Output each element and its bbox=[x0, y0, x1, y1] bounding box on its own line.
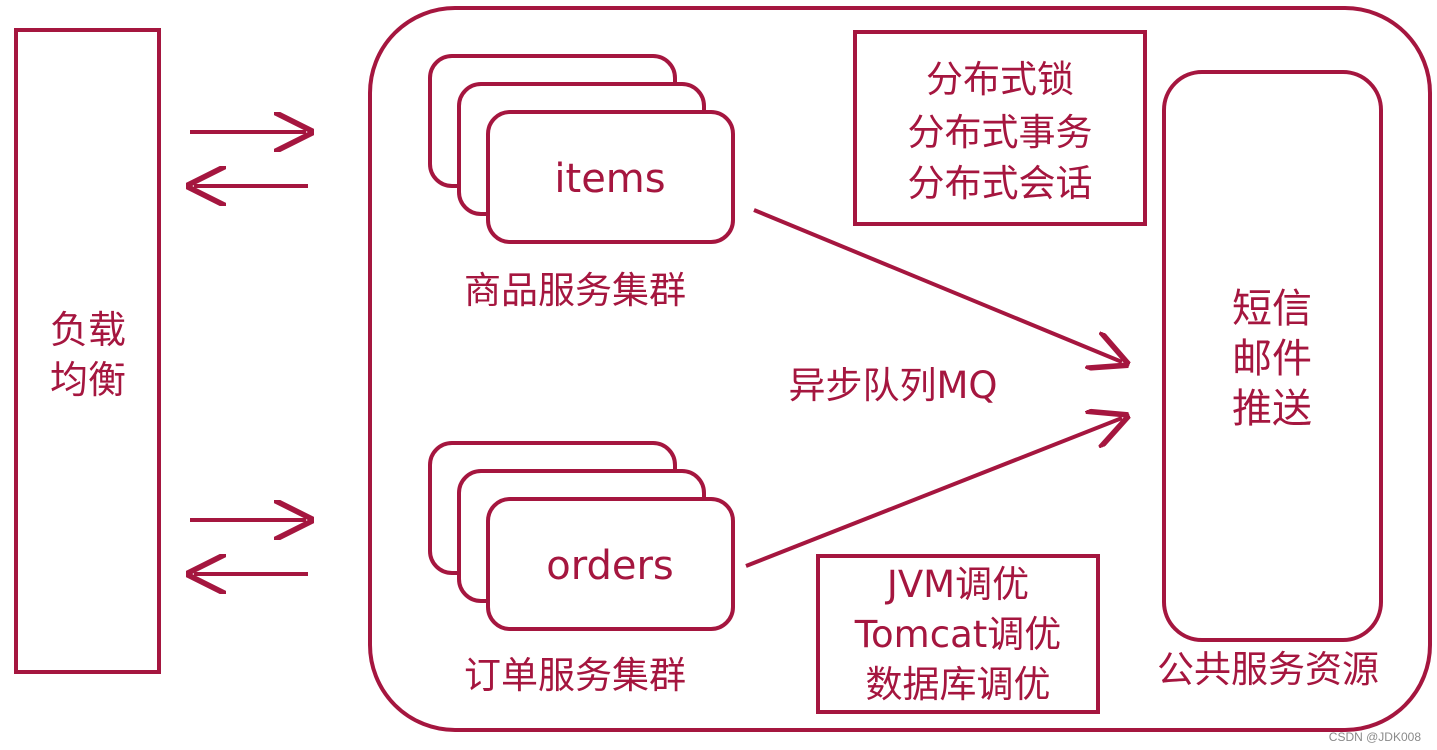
database-tuning-label: 数据库调优 bbox=[866, 663, 1051, 706]
email-label: 邮件 bbox=[1232, 336, 1312, 382]
items-cluster: items 商品服务集群 bbox=[428, 54, 735, 312]
orders-node-label: orders bbox=[546, 543, 674, 589]
public-services-caption: 公共服务资源 bbox=[1157, 648, 1379, 691]
orders-cluster-caption: 订单服务集群 bbox=[464, 654, 686, 697]
tuning-box: JVM调优 Tomcat调优 数据库调优 bbox=[816, 554, 1100, 714]
public-services-box bbox=[1162, 70, 1383, 642]
sms-label: 短信 bbox=[1232, 286, 1312, 332]
jvm-tuning-label: JVM调优 bbox=[885, 563, 1029, 606]
orders-cluster: orders 订单服务集群 bbox=[428, 441, 735, 697]
load-balancer-label-line1: 负载 bbox=[50, 308, 126, 352]
distributed-transaction-label: 分布式事务 bbox=[908, 111, 1093, 154]
load-balancer: 负载 均衡 bbox=[14, 28, 161, 674]
load-balancer-label-line2: 均衡 bbox=[50, 358, 126, 402]
mq-arrow-items bbox=[753, 208, 1122, 362]
distributed-session-label: 分布式会话 bbox=[908, 162, 1093, 205]
service-cluster-container bbox=[368, 6, 1432, 732]
items-node-label: items bbox=[554, 156, 665, 202]
distributed-features-box: 分布式锁 分布式事务 分布式会话 bbox=[853, 30, 1147, 226]
tomcat-tuning-label: Tomcat调优 bbox=[854, 613, 1062, 656]
push-label: 推送 bbox=[1232, 386, 1312, 432]
items-cluster-caption: 商品服务集群 bbox=[464, 269, 686, 312]
distributed-lock-label: 分布式锁 bbox=[926, 58, 1074, 101]
orders-node bbox=[486, 497, 735, 631]
mq-arrow-orders bbox=[745, 418, 1122, 568]
traffic-arrows bbox=[190, 132, 308, 574]
items-node bbox=[486, 110, 735, 244]
mq-label: 异步队列MQ bbox=[788, 364, 997, 407]
watermark: CSDN @JDK008 bbox=[1328, 730, 1421, 744]
public-services: 短信 邮件 推送 公共服务资源 bbox=[1157, 70, 1383, 691]
